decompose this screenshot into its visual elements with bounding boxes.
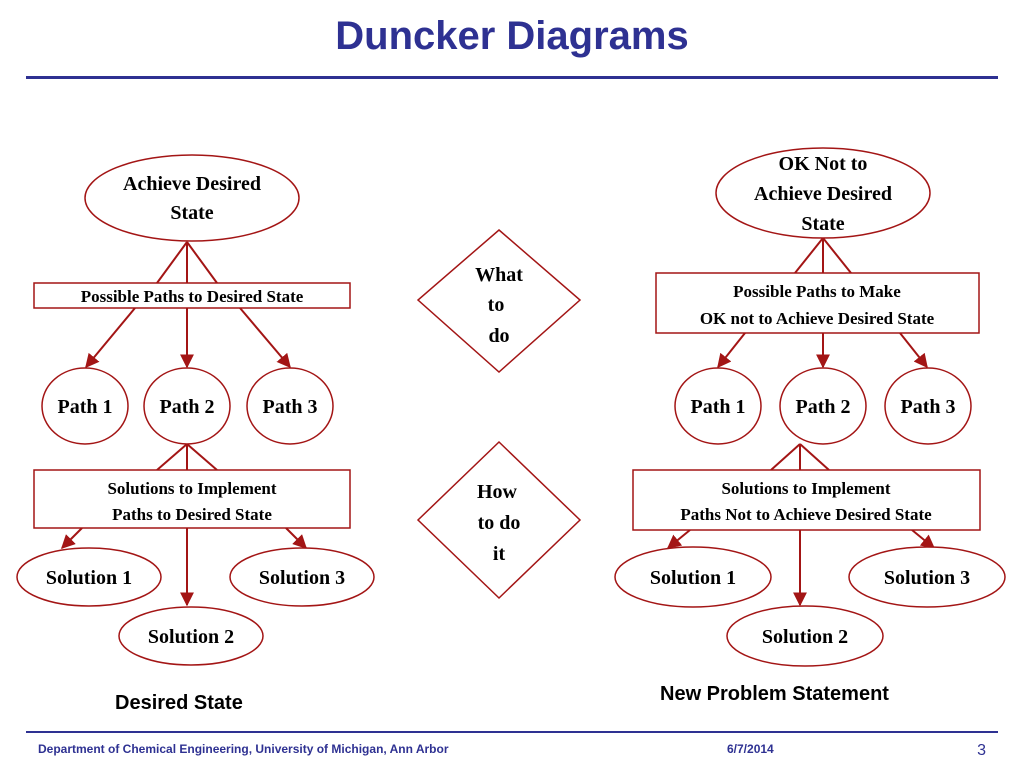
right-goal-line1: OK Not to <box>779 153 868 175</box>
right-diagram: OK Not to Achieve Desired State Possible… <box>614 147 1006 667</box>
right-solution-2-ellipse <box>726 605 884 667</box>
left-goal-ellipse <box>84 154 300 242</box>
what-line2: to <box>488 294 505 316</box>
right-solution-3-label: Solution 3 <box>884 567 970 589</box>
right-goal-connectors <box>717 237 928 369</box>
right-goal-ellipse <box>715 147 931 239</box>
left-solution-1-label: Solution 1 <box>46 567 132 589</box>
right-goal-line2: Achieve Desired <box>754 183 892 205</box>
left-solutions-box-line1: Solutions to Implement <box>107 479 276 498</box>
how-line2: to do <box>478 512 521 534</box>
left-path-2-ellipse <box>143 367 231 445</box>
left-solution-3-ellipse <box>229 547 375 607</box>
right-solution-1-ellipse <box>614 546 772 608</box>
left-goal-connectors <box>85 241 291 369</box>
right-goal-line3: State <box>801 213 844 235</box>
left-diagram: Achieve Desired State Possible Paths to … <box>16 154 375 666</box>
right-path-1-label: Path 1 <box>691 396 746 418</box>
left-goal-line1: Achieve Desired <box>123 173 261 195</box>
left-path-3-label: Path 3 <box>263 396 318 418</box>
what-line3: do <box>488 325 509 347</box>
page-number: 3 <box>977 742 986 759</box>
right-solutions-box <box>632 469 981 531</box>
left-paths-box <box>33 282 351 309</box>
how-line3: it <box>493 543 506 565</box>
left-solution-2-label: Solution 2 <box>148 626 234 648</box>
what-to-do-diamond <box>416 229 582 374</box>
what-line1: What <box>475 264 523 286</box>
left-solutions-box <box>33 469 351 529</box>
footer-department: Department of Chemical Engineering, Univ… <box>38 742 449 756</box>
left-paths-box-label: Possible Paths to Desired State <box>81 287 304 306</box>
left-path-connectors <box>61 443 307 607</box>
right-path-3-ellipse <box>884 367 972 445</box>
right-solution-2-label: Solution 2 <box>762 626 848 648</box>
right-solution-1-label: Solution 1 <box>650 567 736 589</box>
right-path-connectors <box>666 443 936 607</box>
left-solutions-box-line2: Paths to Desired State <box>112 505 272 524</box>
left-solution-1-ellipse <box>16 547 162 607</box>
left-path-1-label: Path 1 <box>58 396 113 418</box>
how-to-do-it-diamond <box>416 440 582 600</box>
slide-title: Duncker Diagrams <box>335 14 689 58</box>
title-rule <box>26 76 998 79</box>
right-path-2-ellipse <box>779 367 867 445</box>
middle-diamonds: What to do How to do it <box>416 229 582 600</box>
right-solution-3-ellipse <box>848 546 1006 608</box>
footer-date: 6/7/2014 <box>727 742 774 756</box>
left-solution-3-label: Solution 3 <box>259 567 345 589</box>
left-path-3-ellipse <box>246 367 334 445</box>
left-goal-line2: State <box>170 202 213 224</box>
right-caption: New Problem Statement <box>660 683 889 705</box>
right-paths-box-line2: OK not to Achieve Desired State <box>700 309 935 328</box>
right-path-1-ellipse <box>674 367 762 445</box>
footer-rule <box>26 731 998 733</box>
left-path-1-ellipse <box>41 367 129 445</box>
left-caption: Desired State <box>115 692 243 714</box>
right-paths-box <box>655 272 980 334</box>
how-line1: How <box>477 481 518 503</box>
right-path-3-label: Path 3 <box>901 396 956 418</box>
right-paths-box-line1: Possible Paths to Make <box>733 282 901 301</box>
left-path-2-label: Path 2 <box>160 396 215 418</box>
right-solutions-box-line1: Solutions to Implement <box>721 479 890 498</box>
right-solutions-box-line2: Paths Not to Achieve Desired State <box>680 505 932 524</box>
right-path-2-label: Path 2 <box>796 396 851 418</box>
left-solution-2-ellipse <box>118 606 264 666</box>
